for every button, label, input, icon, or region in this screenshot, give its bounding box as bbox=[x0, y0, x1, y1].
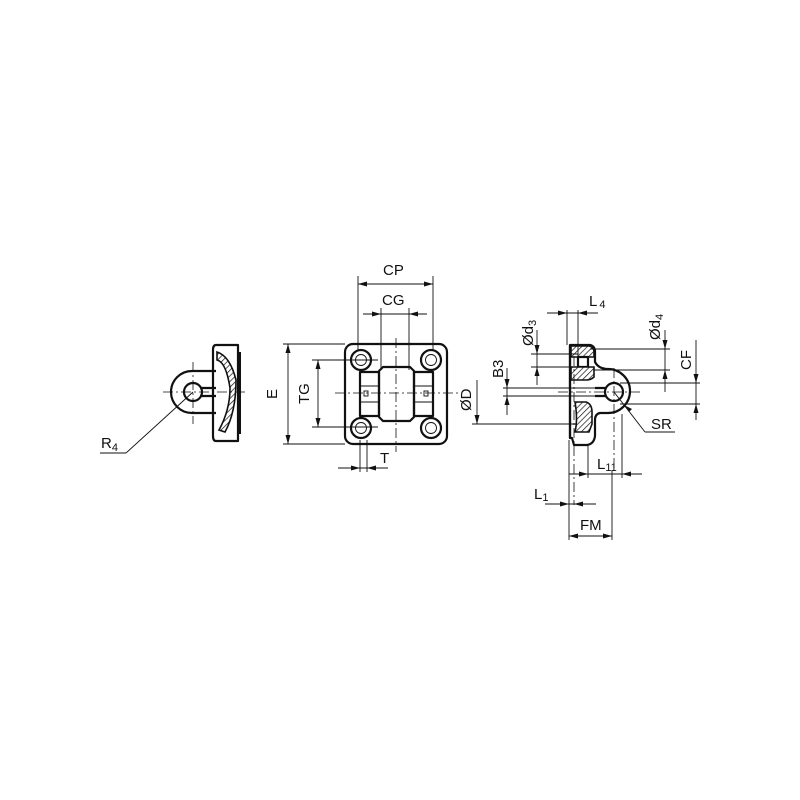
hatched-seat bbox=[216, 350, 237, 433]
front-view: CP CG E TG T bbox=[264, 262, 458, 472]
label-cp: CP bbox=[383, 262, 404, 279]
label-cf: CF bbox=[678, 350, 695, 370]
label-b3: B3 bbox=[490, 360, 507, 378]
label-tg: TG bbox=[296, 383, 313, 404]
label-l11: L11 bbox=[597, 456, 617, 474]
r4-leader bbox=[125, 391, 194, 454]
label-d4: Ød4 bbox=[647, 314, 666, 340]
label-t: T bbox=[380, 450, 389, 467]
label-cg: CG bbox=[382, 292, 405, 309]
clevis-center bbox=[377, 365, 416, 423]
label-e: E bbox=[264, 389, 281, 399]
label-r4: R4 bbox=[101, 435, 118, 454]
plate-outline bbox=[211, 343, 240, 443]
label-sr: SR bbox=[651, 416, 672, 433]
label-d3: Ød3 bbox=[520, 320, 539, 346]
label-fm: FM bbox=[580, 517, 602, 534]
side-view-left: R4 bbox=[100, 343, 248, 454]
label-d: ØD bbox=[458, 388, 475, 411]
left-block bbox=[358, 370, 381, 418]
label-l1: L1 bbox=[534, 486, 548, 504]
section-outline bbox=[568, 343, 632, 447]
right-block bbox=[412, 370, 435, 418]
